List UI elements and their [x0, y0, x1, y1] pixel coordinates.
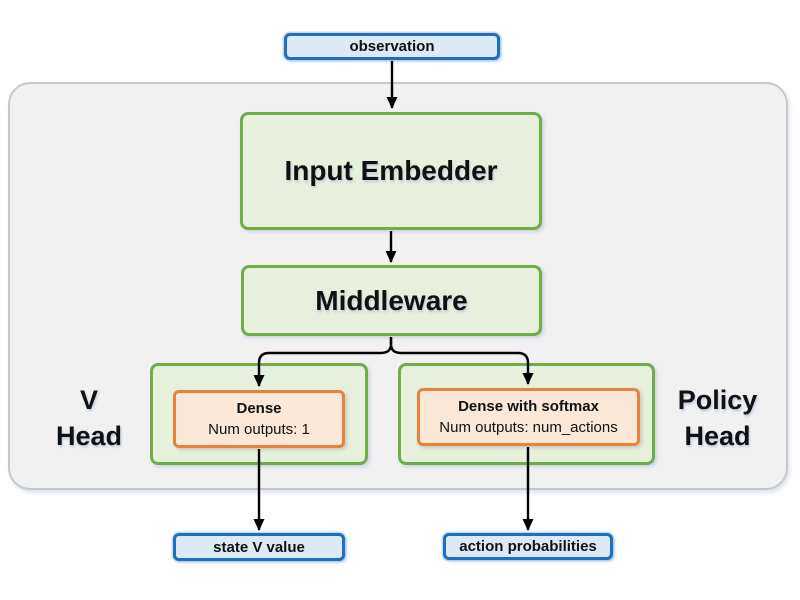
node-state-v-value: state V value — [173, 533, 345, 561]
v-head-label: V Head — [28, 382, 150, 454]
node-state-v-value-label: state V value — [213, 538, 305, 556]
node-v-dense-subtitle: Num outputs: 1 — [208, 421, 310, 438]
v-head-label-line1: V — [79, 385, 98, 415]
v-head-label-line2: Head — [55, 421, 123, 451]
node-policy-dense: Dense with softmax Num outputs: num_acti… — [417, 388, 640, 446]
node-action-probabilities-label: action probabilities — [459, 538, 597, 555]
node-observation: observation — [284, 33, 500, 60]
node-input-embedder-label: Input Embedder — [284, 155, 498, 186]
node-policy-dense-subtitle: Num outputs: num_actions — [439, 419, 618, 436]
policy-head-label-line1: Policy — [677, 385, 758, 415]
node-policy-dense-title: Dense with softmax — [458, 398, 599, 415]
node-input-embedder: Input Embedder — [240, 112, 542, 230]
node-v-dense-title: Dense — [236, 400, 282, 417]
policy-head-label: Policy Head — [655, 382, 780, 454]
node-middleware: Middleware — [241, 265, 542, 336]
node-action-probabilities: action probabilities — [443, 533, 613, 560]
node-v-dense: Dense Num outputs: 1 — [173, 390, 345, 448]
node-observation-label: observation — [349, 38, 435, 55]
node-middleware-label: Middleware — [315, 284, 468, 316]
policy-head-label-line2: Head — [684, 421, 751, 451]
